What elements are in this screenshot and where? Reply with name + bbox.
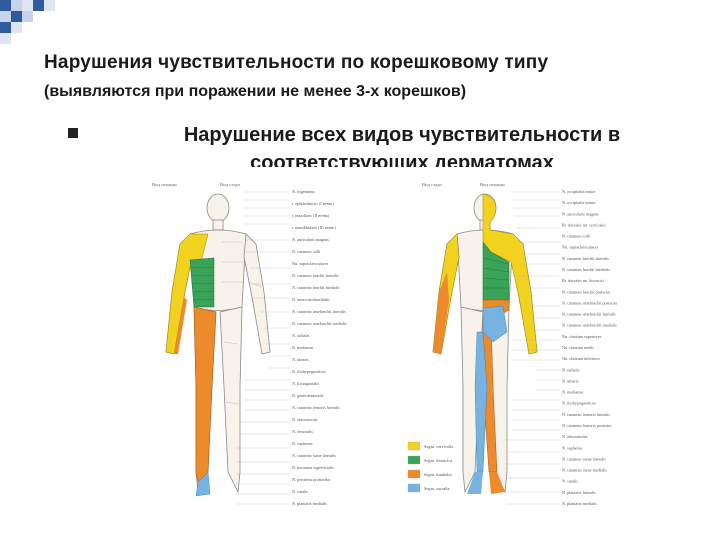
nerve-label: N. cutaneus colli [562, 234, 591, 239]
nerve-label: N. auricularis magnus [562, 211, 599, 216]
nerve-label: N. cutaneus antebrachii medialis [292, 321, 347, 326]
legend-swatch-thoracic [407, 455, 421, 465]
legend-swatch-cervical [407, 441, 421, 451]
decorative-checker-pattern [0, 0, 720, 44]
nerve-label: N. cutaneus brachii lateralis [562, 256, 609, 261]
nerve-label: N. saphenus [562, 445, 583, 450]
nerve-label: N. intercostobrachialis [292, 297, 330, 302]
nerve-label: N. obturatorius [292, 417, 318, 422]
nerve-label: N. obturatorius [562, 434, 588, 439]
nerve-label: N. cutaneus antebrachii lateralis [292, 309, 346, 314]
nerve-label: N. cutaneus surae lateralis [562, 456, 606, 461]
nerve-label: N. cutaneus femoris lateralis [292, 405, 340, 410]
front-header-left: Вид спереди [152, 182, 177, 187]
nerve-label: r. mandibularis (III ветвь) [292, 225, 336, 230]
bullet-item: Нарушение всех видов чувствительности в … [68, 121, 688, 167]
nerve-label: N. cutaneus surae medialis [562, 468, 607, 473]
legend-label: Segm. sacralia [424, 486, 450, 491]
nerve-label: N. auricularis magnus [292, 237, 329, 242]
legend-swatch-lumbar [407, 469, 421, 479]
nerve-label: N. suralis [562, 479, 578, 484]
nerve-label: Nn. clunium medii [562, 345, 594, 350]
nerve-label: N. occipitalis major [562, 189, 596, 194]
nerve-label: N. occipitalis minor [562, 200, 596, 205]
nerve-label: N. plantaris lateralis [562, 490, 596, 495]
nerve-label: N. ulnaris [562, 378, 579, 383]
nerve-label: N. cutaneus antebrachii posterior [562, 300, 618, 305]
nerve-label: N. saphenus [292, 441, 313, 446]
segment-legend: Segm. cervicalia Segm. thoracica Segm. l… [407, 441, 453, 493]
nerve-label: N. ulnaris [292, 357, 309, 362]
nerve-label: N. cutaneus antebrachii medialis [562, 323, 617, 328]
back-header-right: Вид спереди [480, 182, 505, 187]
nerve-label: r. ophthalmicus (I ветвь) [292, 201, 334, 206]
nerve-label: N. cutaneus femoris posterior [562, 423, 612, 428]
nerve-label: N. peroneus profundus [292, 477, 331, 482]
legend-label: Segm. cervicalia [424, 444, 453, 449]
nerve-label: Nn. supraclaviculares [562, 245, 599, 250]
front-nerve-labels: N. trigeminus r. ophthalmicus (I ветвь) r.… [292, 189, 347, 506]
square-bullet-icon [68, 128, 78, 138]
nerve-label: N. cutaneus femoris lateralis [562, 412, 610, 417]
nerve-label: N. medianus [292, 345, 314, 350]
legend-label: Segm. lumbalia [424, 472, 452, 477]
nerve-label: N. plantaris medialis [562, 501, 597, 506]
nerve-label: N. iliohypogastricus [292, 369, 326, 374]
slide-title: Нарушения чувствительности по корешковом… [44, 52, 549, 73]
dermatome-figure: Вид спереди Вид сзади [140, 178, 660, 518]
legend-swatch-sacral [407, 483, 421, 493]
nerve-label: N. cutaneus brachii medialis [292, 285, 340, 290]
slide-subtitle: (выявляются при поражении не менее 3-х к… [44, 83, 467, 100]
back-body-view: Вид сзади Вид спереди [407, 182, 618, 506]
nerve-label: N. cutaneus brachii lateralis [292, 273, 339, 278]
nerve-label: N. cutaneus antebrachii lateralis [562, 312, 616, 317]
nerve-label: N. radialis [292, 333, 310, 338]
nerve-label: Nn. supraclaviculares [292, 261, 329, 266]
back-header-left: Вид сзади [422, 182, 442, 187]
nerve-label: N. peroneus superficialis [292, 465, 334, 470]
front-header-right: Вид сзади [220, 182, 240, 187]
legend-label: Segm. thoracica [424, 458, 452, 463]
nerve-label: N. genitofemoralis [292, 393, 324, 398]
nerve-label: N. cutaneus surae lateralis [292, 453, 336, 458]
nerve-label: N. radialis [562, 367, 580, 372]
nerve-label: Nn. clunium inferiores [562, 356, 600, 361]
nerve-label: N. trigeminus [292, 189, 315, 194]
nerve-label: N. iliohypogastricus [562, 401, 596, 406]
bullet-text: Нарушение всех видов чувствительности в … [183, 124, 621, 167]
nerve-label: N. cutaneus brachii posterior [562, 289, 611, 294]
nerve-label: N. suralis [292, 489, 308, 494]
front-body-view: Вид спереди Вид сзади [152, 182, 347, 506]
nerve-label: N. medianus [562, 390, 584, 395]
nerve-label: Rr. dorsales nn. thoracici [562, 278, 605, 283]
nerve-label: r. maxillaris (II ветвь) [292, 213, 330, 218]
back-nerve-labels: N. occipitalis major N. occipitalis minor… [562, 189, 618, 506]
nerve-label: N. femoralis [292, 429, 313, 434]
dermatome-illustration: Вид спереди Вид сзади [152, 182, 618, 506]
nerve-label: N. ilioinguinalis [292, 381, 320, 386]
nerve-label: N. plantaris medialis [292, 501, 327, 506]
nerve-label: N. cutaneus colli [292, 249, 321, 254]
nerve-label: Rr. dorsales nn. cervicales [562, 222, 606, 227]
nerve-label: N. cutaneus brachii medialis [562, 267, 610, 272]
nerve-label: Nn. clunium superiores [562, 334, 602, 339]
